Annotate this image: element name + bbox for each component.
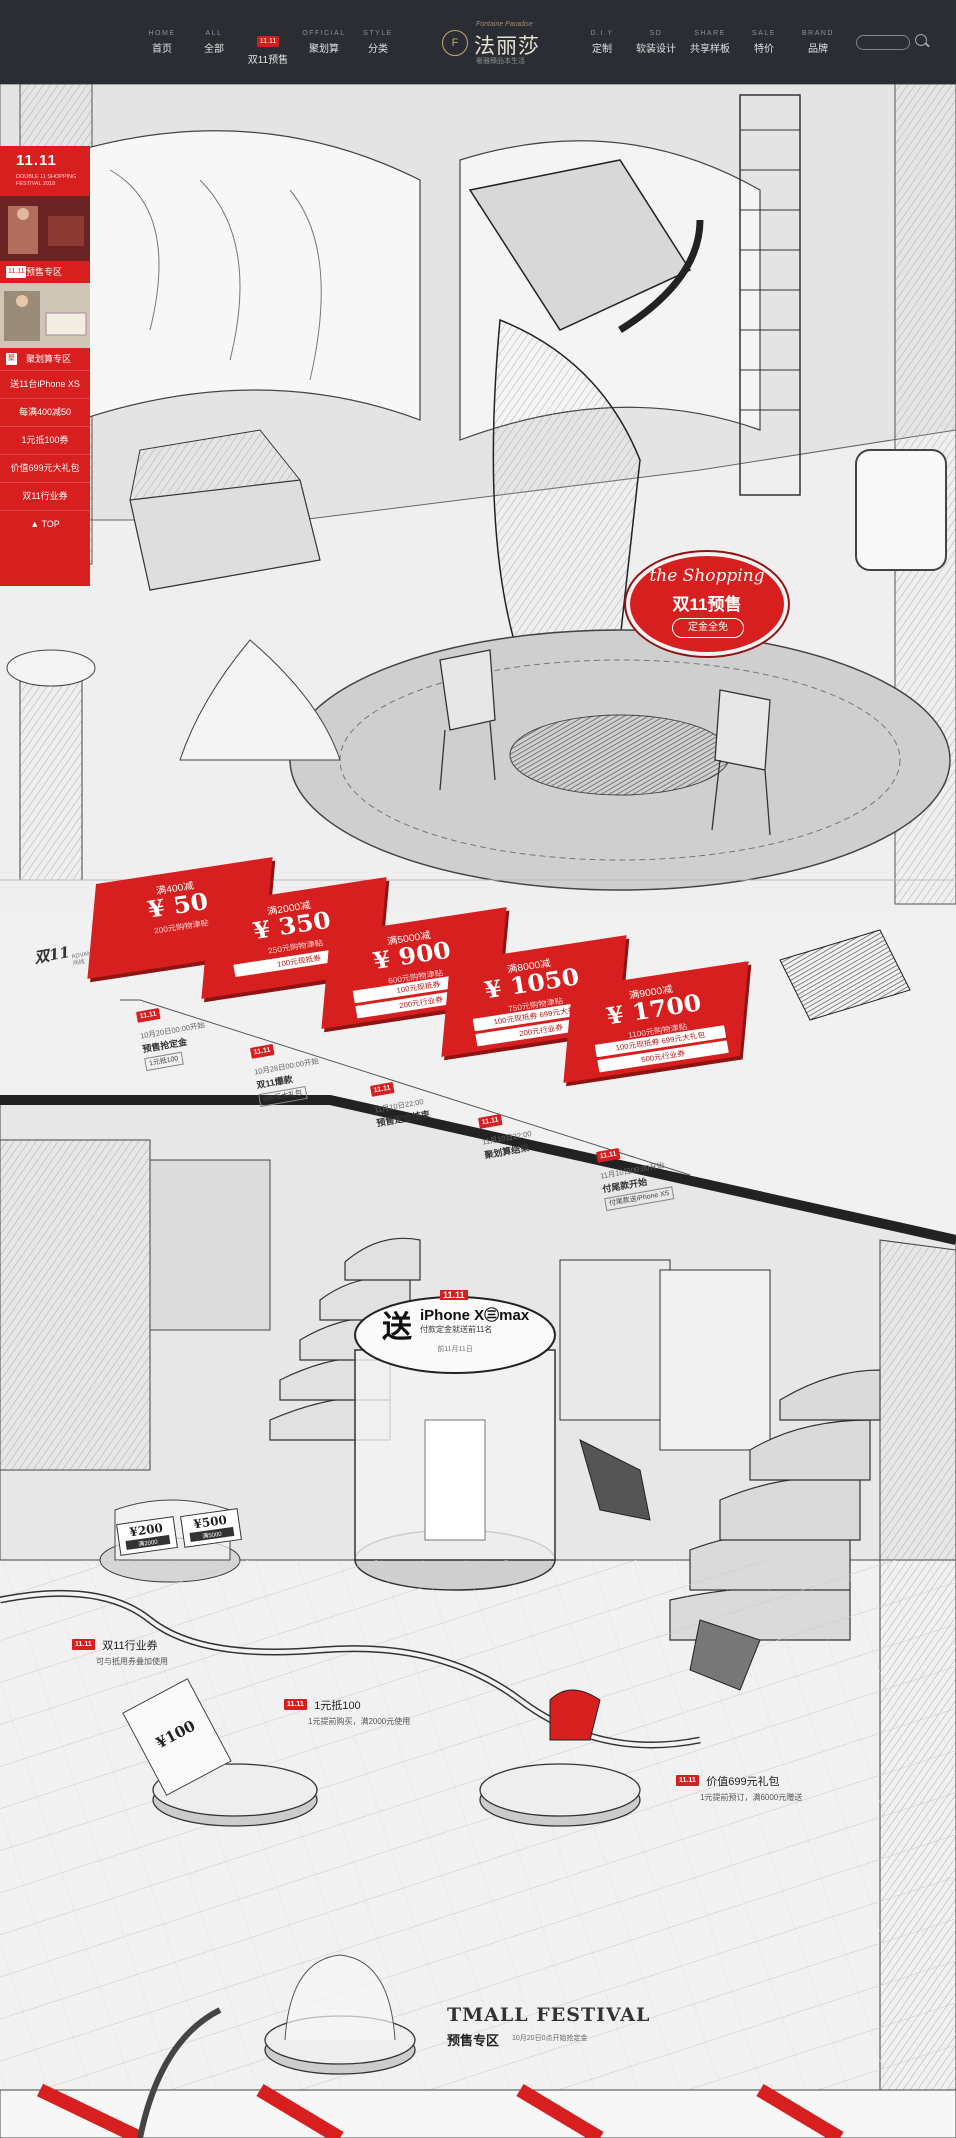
top-navigation-bar: HOME 首页 ALL 全部 11.11 双11预售 OFFICIAL 聚划算 … [0,0,956,84]
reward-industry-coupon[interactable]: 11.11 双11行业券 可与抵用券叠加使用 [72,1636,168,1667]
nav-item-double11-presale[interactable]: 11.11 双11预售 [247,36,289,66]
sidenav-item-gift-pack[interactable]: 价值699元大礼包 [0,454,90,482]
illustration-scene [0,84,956,2138]
reward-gift-pack[interactable]: 11.11 价值699元礼包 1元提前预订，满6000元赠送 [676,1772,802,1803]
double11-logo-icon: 11.11 [478,1114,503,1129]
nav-item-diy[interactable]: D.I.Y 定制 [590,30,614,55]
sidenav-item-1-100[interactable]: 1元抵100券 [0,426,90,454]
timeline-node-1: 11.11 10月20日00:00开始 预售抢定金 1元抵100 [136,1001,211,1072]
double11-logo: 11.11 [16,152,57,169]
timeline-node-2: 11.11 10月28日00:00开始 双11爆款 699元大礼包 [250,1037,325,1108]
double11-logo-icon: 11.11 [250,1044,275,1059]
double11-logo-icon: 11.11 [284,1699,307,1711]
presale-title: 双11预售 [672,595,742,614]
timeline-line [120,999,691,1176]
sidenav-item-industry-coupon[interactable]: 双11行业券 [0,482,90,510]
nav-item-soft-design[interactable]: SD 软装设计 [636,30,676,55]
festival-note: 10月20日0点开始抢定金 [512,2035,588,2042]
double11-logo-icon: 11.11 [72,1639,95,1651]
sidenav-back-to-top[interactable]: ▲ TOP [0,510,90,538]
sidenav-header[interactable]: 11.11 DOUBLE 11 SHOPPING FESTIVAL 2018 [16,152,77,187]
festival-title: TMALL FESTIVAL [447,2004,651,2026]
timeline-node-3: 11.11 11月10日22:00 预售定金结束 [370,1077,431,1130]
photo-juhuasuan-image [0,283,90,348]
double11-logo-icon: 11.11 [136,1008,161,1023]
sidenav-item-400-50[interactable]: 每满400减50 [0,398,90,426]
nav-item-juhuasuan[interactable]: OFFICIAL 聚划算 [302,30,346,55]
brand-logo[interactable]: F Fontaine Paradise 法丽莎 奢雅臻品本生活 [438,18,548,66]
double11-badge: 11.11 [256,36,280,47]
timeline-node-4: 11.11 11月10日22:00 聚划算结束 [478,1109,535,1161]
search-icon[interactable] [915,34,927,46]
sidenav-section-juhuasuan[interactable]: 聚 聚划算专区 [6,353,72,365]
illustration-svg [0,84,956,2138]
sidenav-section-presale[interactable]: 11.11 预售专区 [6,266,63,278]
nav-item-category[interactable]: STYLE 分类 [363,30,393,55]
reward-1-for-100[interactable]: 11.11 1元抵100 1元提前购买，满2000元使用 [284,1696,410,1727]
sidenav-photo-2[interactable] [0,283,90,348]
iphone-giveaway-panel[interactable]: 送 11.11 iPhone X㊂max 付款定金就送前11名 前11月11日 [382,1290,530,1353]
double11-logo-icon: 11.11 [440,1290,468,1300]
nav-item-share[interactable]: SHARE 共享样板 [690,30,730,55]
gift-big-character: 送 [382,1310,412,1345]
festival-subtitle: 预售专区 [447,2033,500,2048]
nav-item-brand[interactable]: BRAND 品牌 [801,30,834,55]
iphone-title: iPhone X㊂max [420,1307,530,1324]
double11-logo-icon: 11.11 [676,1775,699,1787]
deposit-free-button[interactable]: 定金全免 [672,618,744,638]
nav-item-home[interactable]: HOME 首页 [148,30,176,55]
double11-tag: 11.11 [6,266,27,278]
sidenav-photo-1[interactable] [0,196,90,261]
nav-item-all[interactable]: ALL 全部 [204,30,224,55]
brand-name: 法丽莎 [474,34,540,58]
double11-logo-icon: 11.11 [370,1082,395,1097]
presale-badge[interactable]: the Shopping 双11预售 定金全免 [626,552,788,656]
presale-badge-ellipse [626,552,788,656]
scene-bedroom [0,84,956,1021]
brand-slogan: 奢雅臻品本生活 [476,58,525,65]
search-input[interactable] [856,35,910,50]
photo-presale-image [0,196,90,261]
side-navigation: 11.11 DOUBLE 11 SHOPPING FESTIVAL 2018 1… [0,146,90,586]
sidenav-item-iphone[interactable]: 送11台iPhone XS [0,370,90,398]
nav-item-sale[interactable]: SALE 特价 [752,30,776,55]
timeline-node-5: 11.11 11月10日00:00开始 付尾款开始 付尾款送iPhone XS [596,1140,675,1212]
scene-floor [0,1439,956,2138]
chevron-up-icon: ▲ [30,519,40,529]
brand-emblem-icon: F [442,30,468,56]
double11-logo-icon: 11.11 [596,1148,621,1163]
ju-tag: 聚 [6,353,17,365]
